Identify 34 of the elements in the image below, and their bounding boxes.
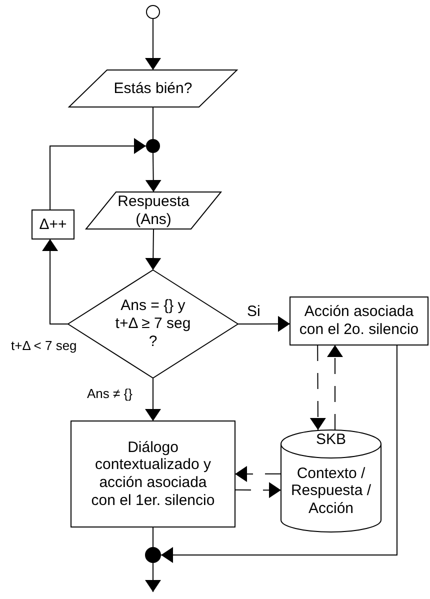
- dashed-arrow: [327, 344, 343, 430]
- arrow: [145, 378, 161, 422]
- connector-line: [152, 106, 154, 140]
- arrow: [238, 316, 290, 332]
- arrow: [42, 238, 68, 324]
- arrow: [145, 562, 161, 592]
- node-text: Ans = {} y t+Δ ≥ 7 seg ?: [114, 297, 192, 351]
- junction-dot: [145, 547, 161, 563]
- arrow: [145, 18, 161, 70]
- input-parallelogram: [69, 70, 237, 107]
- dashed-arrow: [234, 482, 282, 498]
- database-title: SKB: [314, 431, 347, 449]
- node-text: Respuesta (Ans): [116, 192, 190, 228]
- edge-label: t+Δ < 7 seg: [10, 338, 78, 353]
- dashed-arrow: [234, 466, 282, 482]
- node-text: Δ++: [38, 216, 68, 234]
- arrow: [50, 138, 146, 210]
- node-text: Diálogo contextualizado y acción asociada con el 1er. silencio: [90, 438, 216, 510]
- junction-dot: [146, 139, 160, 153]
- database-cylinder: [281, 430, 381, 532]
- edge-label: Ans ≠ {}: [86, 386, 134, 401]
- input-parallelogram: [86, 192, 221, 229]
- node-text: Estás bién?: [112, 80, 194, 98]
- start-circle: [146, 5, 160, 19]
- process-box: [32, 210, 74, 239]
- arrow: [160, 344, 398, 563]
- arrow: [145, 152, 162, 192]
- node-text: Acción asociada con el 2o. silencio: [298, 303, 420, 339]
- connector-line: [152, 526, 154, 548]
- process-box: [71, 421, 235, 527]
- dashed-arrow: [310, 344, 326, 430]
- arrow: [145, 228, 162, 270]
- process-box: [290, 297, 428, 345]
- database-text: Contexto / Respuesta / Acción: [290, 464, 372, 518]
